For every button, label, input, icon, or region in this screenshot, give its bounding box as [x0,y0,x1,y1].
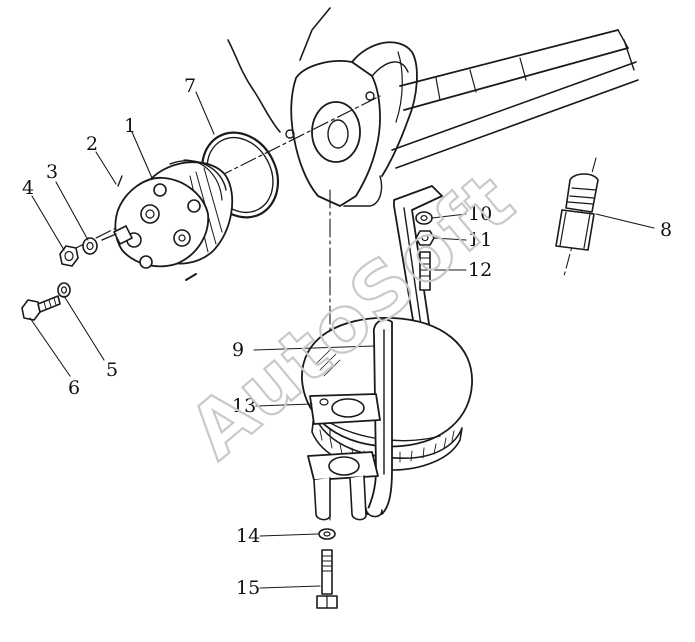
label-15: 15 [236,577,260,599]
label-7: 7 [184,75,196,97]
washer-5 [57,282,71,298]
label-6: 6 [68,377,80,399]
label-5: 5 [106,359,118,381]
washer-14 [318,528,336,540]
leader-lines [29,91,655,589]
label-2: 2 [86,133,98,155]
bolt-15 [316,549,338,609]
label-10: 10 [468,203,492,225]
label-14: 14 [236,525,260,547]
bolt-6 [21,295,61,321]
washer-3 [82,237,98,255]
label-4: 4 [22,177,34,199]
label-11: 11 [468,229,492,251]
stud-12 [419,251,431,291]
fitting-8 [555,157,599,277]
oil-strainer-9 [301,317,473,521]
label-12: 12 [468,259,492,281]
label-8: 8 [660,219,672,241]
nut-4 [59,245,79,267]
label-9: 9 [232,339,244,361]
label-3: 3 [46,161,58,183]
part-labels: 1 2 3 4 5 6 7 8 9 10 11 12 13 14 15 [22,75,672,599]
label-1: 1 [124,115,136,137]
label-13: 13 [232,395,256,417]
oil-pump-1 [101,159,234,281]
engine-housing [227,7,639,207]
